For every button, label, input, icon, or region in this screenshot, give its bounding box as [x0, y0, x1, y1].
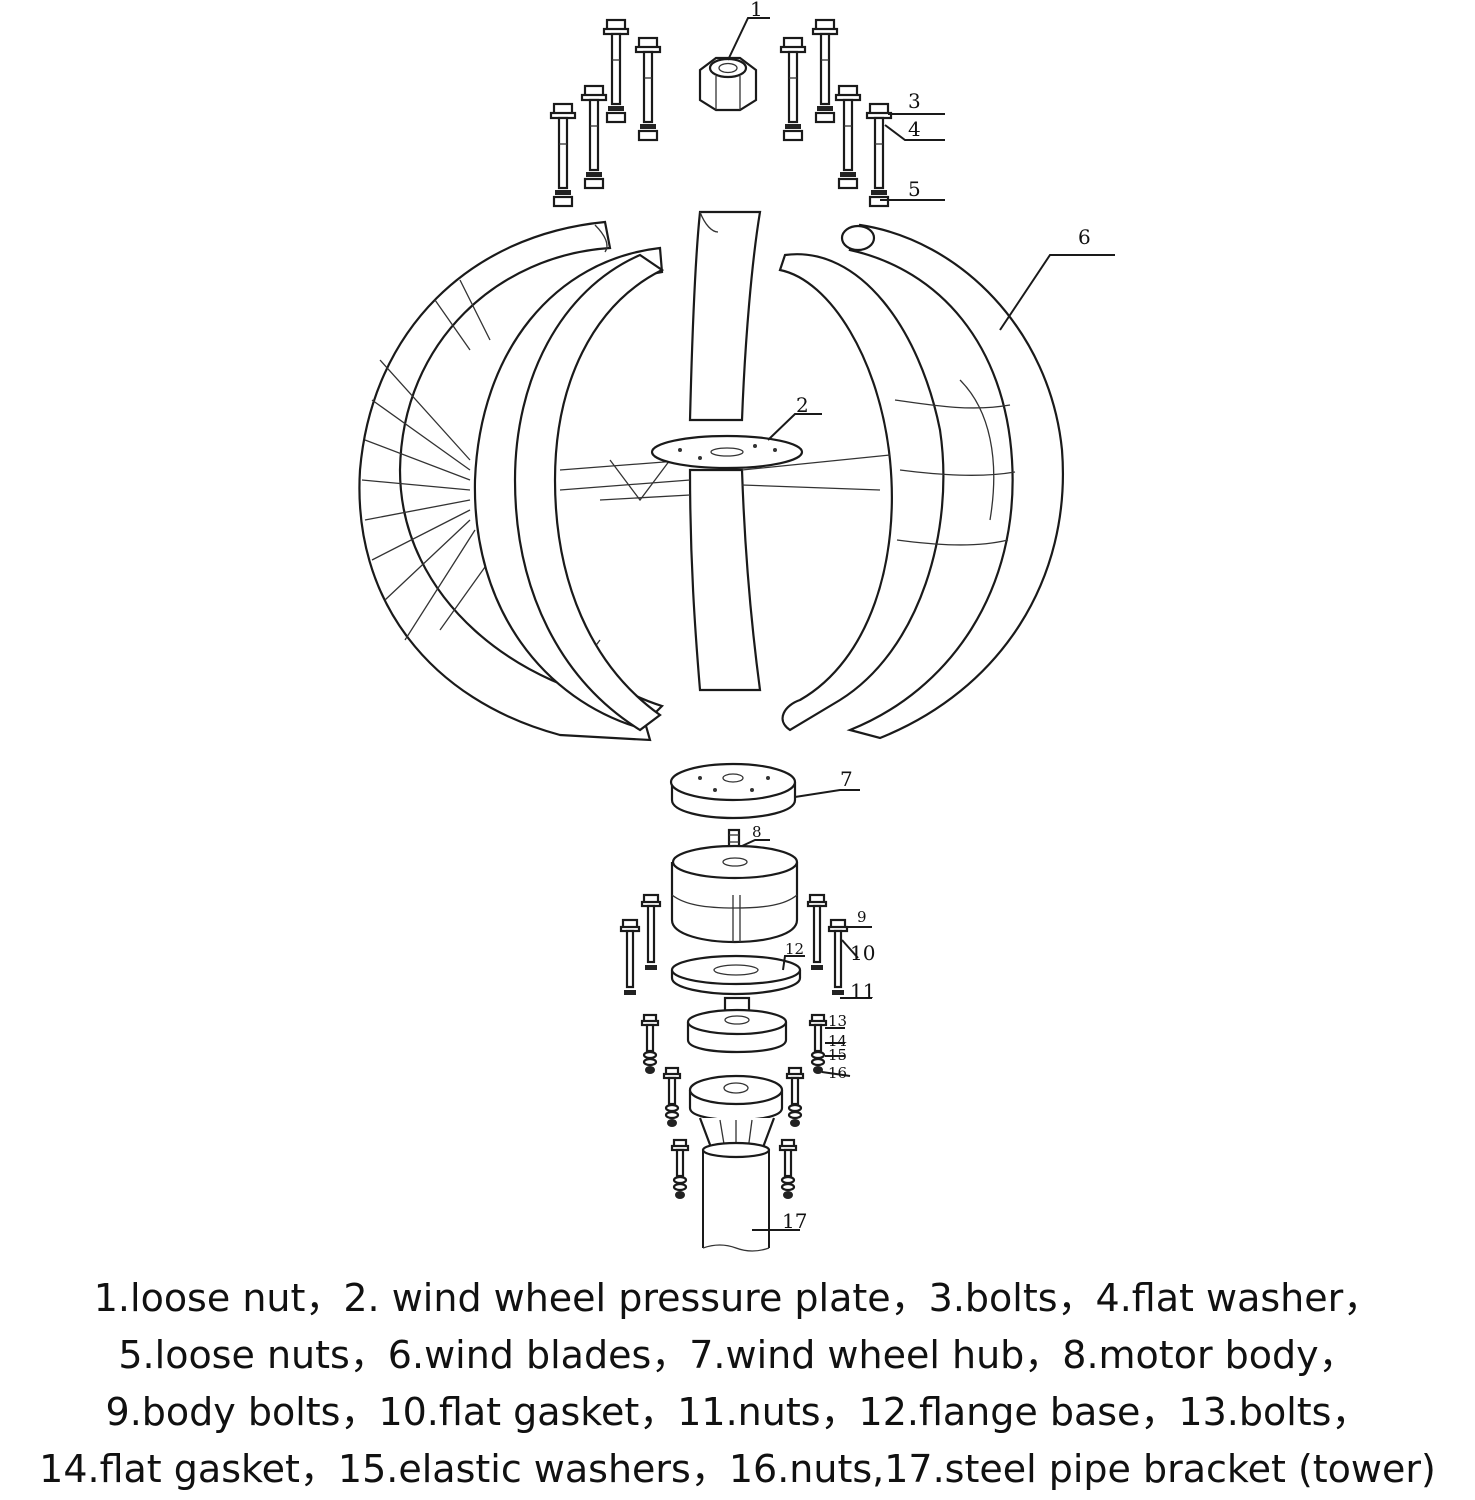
parts-legend: 1.loose nut，2. wind wheel pressure plate…	[0, 1270, 1475, 1498]
top-bolts-right	[779, 18, 893, 208]
callout-11: 11	[850, 979, 875, 1003]
callout-5: 5	[908, 177, 921, 201]
legend-line-3: 9.body bolts，10.flat gasket，11.nuts，12.f…	[105, 1390, 1370, 1434]
callout-12: 12	[785, 940, 804, 958]
exploded-assembly-diagram: 1 2 3 4 5 6 7 8 9 10 11 12 13 14 15 16 1…	[358, 0, 1115, 1252]
wind-wheel-hub	[669, 762, 797, 820]
callout-8: 8	[752, 823, 762, 841]
flange-gasket	[670, 954, 802, 996]
flange-base	[686, 996, 788, 1054]
legend-line-1: 1.loose nut，2. wind wheel pressure plate…	[93, 1276, 1382, 1320]
tower-flange	[688, 1074, 784, 1152]
legend-line-4: 14.flat gasket，15.elastic washers，16.nut…	[39, 1447, 1436, 1491]
callout-4: 4	[908, 117, 921, 141]
callout-labels: 1 2 3 4 5 6 7 8 9 10 11 12 13 14 15 16 1…	[750, 0, 1091, 1233]
callout-3: 3	[908, 89, 921, 113]
callout-17: 17	[782, 1209, 807, 1233]
legend-line-2: 5.loose nuts，6.wind blades，7.wind wheel …	[118, 1333, 1357, 1377]
callout-9: 9	[857, 908, 867, 926]
steel-pipe-tower	[701, 1141, 771, 1252]
top-bolts-left	[549, 18, 662, 208]
leader-lines	[727, 17, 1115, 1231]
callout-14: 14	[828, 1032, 847, 1050]
motor-body	[670, 844, 799, 944]
callout-16: 16	[828, 1064, 847, 1082]
loose-nut	[698, 56, 758, 112]
wind-wheel-pressure-plate	[650, 434, 804, 470]
callout-2: 2	[796, 393, 809, 417]
callout-6: 6	[1078, 225, 1091, 249]
wind-blades	[358, 210, 1064, 742]
callout-10: 10	[850, 941, 875, 965]
callout-15: 15	[828, 1046, 847, 1064]
callout-13: 13	[828, 1012, 847, 1030]
callout-7: 7	[840, 767, 853, 791]
callout-1: 1	[750, 0, 763, 21]
